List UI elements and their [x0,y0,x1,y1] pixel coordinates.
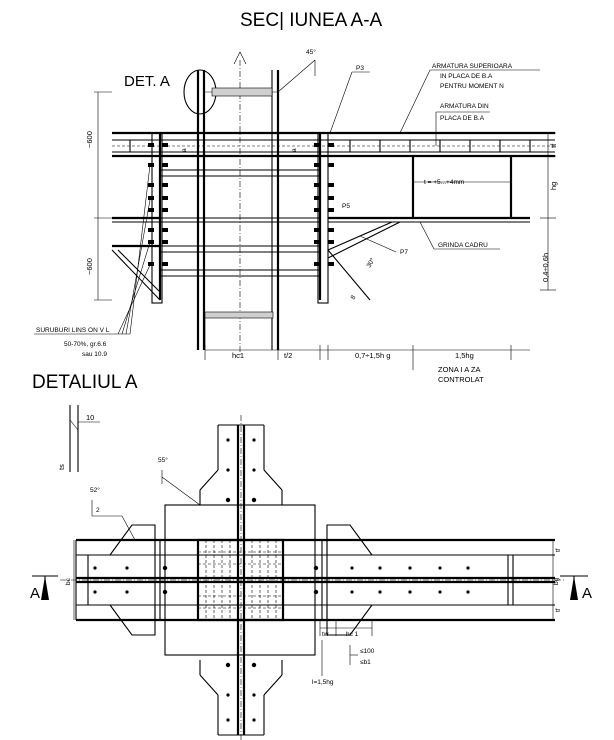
rebar-slab-label-2: PLACA DE B.A [440,115,485,122]
dim-ratio-right: 0,4÷0,6h [541,253,550,282]
dim-15hg: 1,5hg [455,351,474,360]
bolts-left [148,143,168,266]
plate-p7-label: P7 [400,249,408,256]
stiffener-label: SURUBURI LINS ON V L [36,327,110,334]
zone-label-2: CONTROLAT [438,375,484,384]
weld-a-2: a [291,148,298,152]
rebar-top-label: ARMATURA SUPERIOARA [432,63,513,70]
rebar-slab-label: ARMATURA DIN [440,103,489,110]
dim-half: t/2 [284,351,292,360]
detail-title: DETALIUL A [32,372,138,393]
dim-tf-top: tf [555,548,562,552]
dim-tf-bottom: tf [555,608,562,612]
dim-15hg-detail: l=1,5hg [312,679,334,686]
zone-label-1: ZONA I A ZA [438,365,481,374]
dim-bg: bg [553,577,560,585]
dim-600-top: ~600 [85,131,94,148]
dim-07-15: 0,7÷1,5h g [355,351,390,360]
dim-hc1: hc 1 [346,631,359,638]
weld-fraction: 2 [96,507,100,514]
arrow-a-left: A [30,585,40,602]
weld-8: 8 [350,294,358,301]
detail-a: 10 ts [30,405,592,740]
plate-p3-label: P3 [356,65,364,72]
weld-dim-10: 10 [86,413,94,422]
section-title: SEC| IUNEA A-A [240,10,383,31]
angle-45: 45° [306,48,316,56]
bolt-spec-2: sau 10.9 [82,351,107,358]
detail-spec-2: ≤b1 [360,659,371,666]
dim-bc: bc [65,577,72,585]
dim-tf-right: tf [549,143,558,148]
dim-hc: hc1 [232,351,244,360]
det-a-callout: DET. A [124,73,170,90]
bolts-right [314,143,334,266]
weld-a-1: a [181,148,188,152]
section-arrow-left: A [30,575,58,602]
arrow-a-right: A [582,585,592,602]
angle-30: 30° [365,256,377,269]
dim-hg-right: hg [549,182,558,190]
detail-bolts [93,438,470,722]
section-a-a: ~600 ~600 tf hg 0,4÷0,6h hc1 t/2 0,7÷1,5… [34,48,558,384]
frame-beam-label: GRINDA CADRU [438,242,488,249]
rebar-top-label-3: PENTRU MOMENT N [440,83,504,90]
angle-55: 55° [158,456,168,464]
thickness-label: t = +5...+4mm [424,179,464,186]
section-arrow-right: A [560,575,592,602]
plate-p5-label: P5 [342,203,350,210]
dim-tw: tw [322,631,329,638]
angle-52: 52° [90,486,100,494]
weld-dim-ts: ts [57,464,66,470]
dim-600-bot: ~600 [85,258,94,275]
rebar-top-label-2: IN PLACA DE B.A [440,73,493,80]
bolt-spec-1: 50-70%, gr.6.6 [64,341,107,348]
detail-spec-1: ≤100 [360,648,375,655]
shear-studs [129,140,531,152]
